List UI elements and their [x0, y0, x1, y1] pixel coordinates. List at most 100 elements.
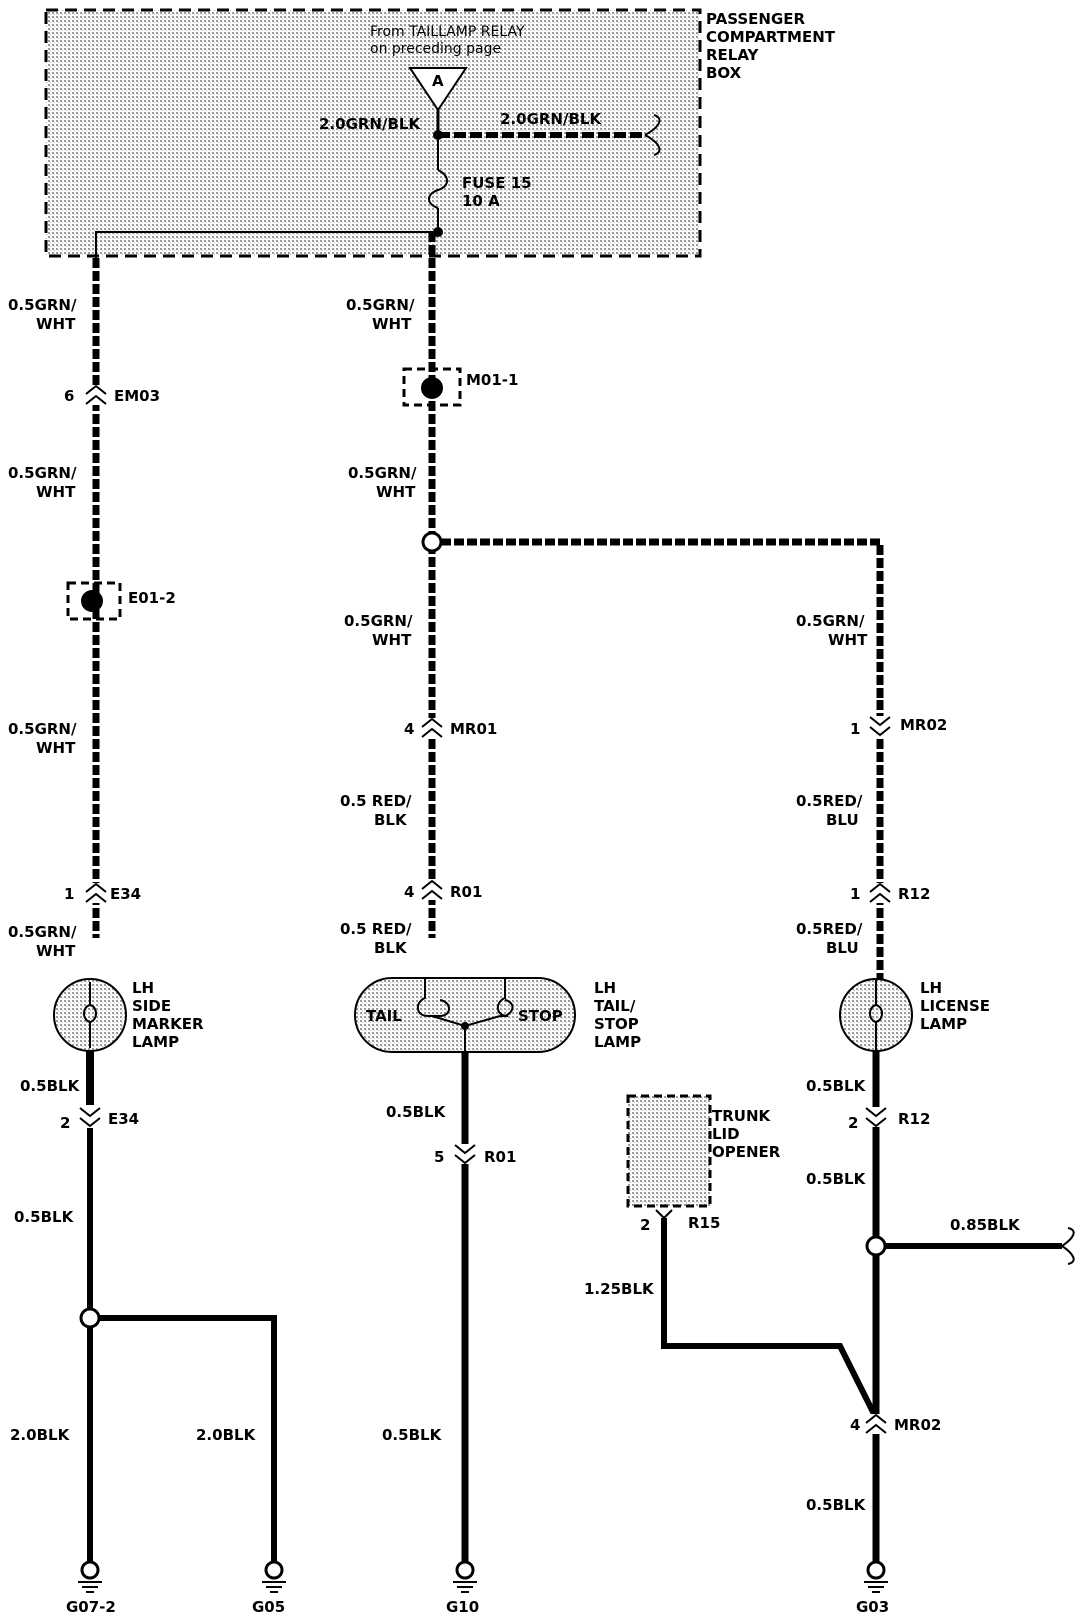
connector-name: MR02 — [894, 1416, 941, 1434]
wire-label: 0.5 RED/BLK — [340, 920, 412, 957]
connector-name: R12 — [898, 885, 930, 903]
branch-splice — [865, 1235, 887, 1257]
ground-name: G05 — [252, 1598, 285, 1616]
wire-label: 0.5BLK — [20, 1077, 81, 1095]
connector-pin: 1 — [850, 720, 860, 738]
wire-continuation-icon — [644, 114, 661, 156]
note-line: From TAILLAMP RELAY — [370, 24, 525, 40]
stop-filament-icon — [496, 978, 514, 1017]
connector-a-label: A — [432, 72, 444, 90]
ground-icon — [453, 1560, 477, 1593]
connector-pin: 4 — [404, 720, 414, 738]
trunk-lid-opener-box — [626, 1094, 712, 1208]
splice-dot — [421, 377, 443, 399]
connector-em03-symbol — [85, 384, 107, 405]
blk-wire — [99, 1315, 277, 1562]
wire-label: 0.5GRN/WHT — [344, 612, 413, 649]
splice-name: M01-1 — [466, 371, 518, 389]
fuse-label: FUSE 15 10 A — [462, 174, 537, 210]
wire-label: 0.5RED/BLU — [796, 792, 863, 829]
connector-e34-pin2-symbol — [79, 1107, 101, 1128]
splice-box — [66, 581, 122, 621]
relay-box-title-line: PASSENGER — [706, 10, 806, 28]
wire-label: 0.5BLK — [806, 1077, 867, 1095]
ground-name: G10 — [446, 1598, 479, 1616]
relay-box-title-line: RELAY — [706, 46, 760, 64]
connector-name: E34 — [110, 885, 141, 903]
from-taillamp-relay-note: From TAILLAMP RELAY on preceding page — [370, 24, 529, 57]
center-branch: 0.5GRN/WHT M01-1 0.5GRN/WHT 0.5GRN/WHT 4… — [340, 232, 884, 1616]
splice-dot — [81, 590, 103, 612]
connector-name: R15 — [688, 1214, 720, 1232]
connector-r01-pin5-symbol — [454, 1144, 476, 1165]
lamp-filament — [83, 982, 97, 1048]
lamp-filament — [869, 980, 883, 1050]
relay-box-title: PASSENGER COMPARTMENT RELAY BOX — [706, 10, 840, 82]
connector-pin: 6 — [64, 387, 74, 405]
branch-splice — [421, 531, 443, 553]
connector-name: E34 — [108, 1110, 139, 1128]
splice-name: E01-2 — [128, 589, 176, 607]
trunk-lid-opener-label: TRUNK LID OPENER — [712, 1107, 781, 1161]
relay-box-title-line: BOX — [706, 64, 742, 82]
tail-filament-icon — [416, 978, 450, 1017]
connector-name: EM03 — [114, 387, 160, 405]
connector-r12-symbol — [869, 882, 891, 903]
grn-wht-wire-to-right — [441, 538, 884, 700]
lamp-tail-label: TAIL — [366, 1007, 402, 1025]
wire-label: 0.5BLK — [14, 1208, 75, 1226]
relay-box-title-line: COMPARTMENT — [706, 28, 836, 46]
connector-pin: 4 — [404, 883, 414, 901]
wire-label: 0.5GRN/WHT — [8, 923, 77, 960]
connector-r01-symbol — [421, 879, 443, 900]
box-internal-wire-left — [95, 231, 438, 258]
connector-mr01-symbol — [421, 717, 443, 738]
ground-name: G03 — [856, 1598, 889, 1616]
wire-label: 1.25BLK — [584, 1280, 655, 1298]
connector-pin: 2 — [60, 1114, 70, 1132]
wire-continuation-icon — [1061, 1227, 1075, 1265]
connector-pin: 4 — [850, 1416, 860, 1434]
lamp-label: LH SIDE MARKER LAMP — [132, 979, 209, 1051]
connector-r15-symbol — [655, 1209, 673, 1220]
wire-label: 2.0BLK — [196, 1426, 257, 1444]
connector-name: R12 — [898, 1110, 930, 1128]
connector-r12-pin2-symbol — [865, 1107, 887, 1128]
fuse-icon — [428, 169, 448, 209]
wire-label: 0.5BLK — [382, 1426, 443, 1444]
wire-label: 0.5BLK — [806, 1170, 867, 1188]
wire-label: 0.5GRN/WHT — [796, 612, 868, 649]
lamp-label: LH TAIL/ STOP LAMP — [594, 979, 644, 1051]
connector-mr02-symbol — [869, 716, 891, 737]
ground-name: G07-2 — [66, 1598, 116, 1616]
right-branch: 0.5GRN/WHT 1 MR02 0.5RED/BLU 1 R12 0.5RE… — [584, 612, 1075, 1616]
connector-name: MR01 — [450, 720, 497, 738]
left-branch: 0.5GRN/WHT 6 EM03 0.5GRN/WHT E01-2 0.5GR… — [8, 258, 286, 1616]
connector-name: R01 — [450, 883, 482, 901]
ground-icon — [78, 1560, 102, 1593]
connector-e34-symbol — [85, 882, 107, 903]
blk-wire-trunk — [661, 1218, 879, 1420]
fuse-label-line: 10 A — [462, 192, 500, 210]
wire-label: 2.0BLK — [10, 1426, 71, 1444]
connector-name: R01 — [484, 1148, 516, 1166]
wire-label: 0.5GRN/WHT — [346, 296, 415, 333]
wire-label: 0.5GRN/WHT — [8, 464, 77, 501]
wire-label: 0.5BLK — [806, 1496, 867, 1514]
ground-icon — [864, 1560, 888, 1593]
lamp-label: LH LICENSE LAMP — [920, 979, 995, 1033]
note-line: on preceding page — [370, 41, 501, 57]
wire-label: 2.0GRN/BLK — [319, 115, 421, 133]
ground-splice — [79, 1307, 101, 1329]
connector-name: MR02 — [900, 716, 947, 734]
wire-label: 0.5RED/BLU — [796, 920, 863, 957]
connector-pin: 1 — [64, 885, 74, 903]
connector-a-symbol — [408, 67, 468, 112]
wire-label: 0.5GRN/WHT — [8, 296, 77, 333]
connector-pin: 1 — [850, 885, 860, 903]
wire-label: 2.0GRN/BLK — [500, 110, 602, 128]
relay-box: PASSENGER COMPARTMENT RELAY BOX From TAI… — [44, 8, 840, 258]
connector-pin: 5 — [434, 1148, 444, 1166]
wire-label: 0.5GRN/WHT — [8, 720, 77, 757]
